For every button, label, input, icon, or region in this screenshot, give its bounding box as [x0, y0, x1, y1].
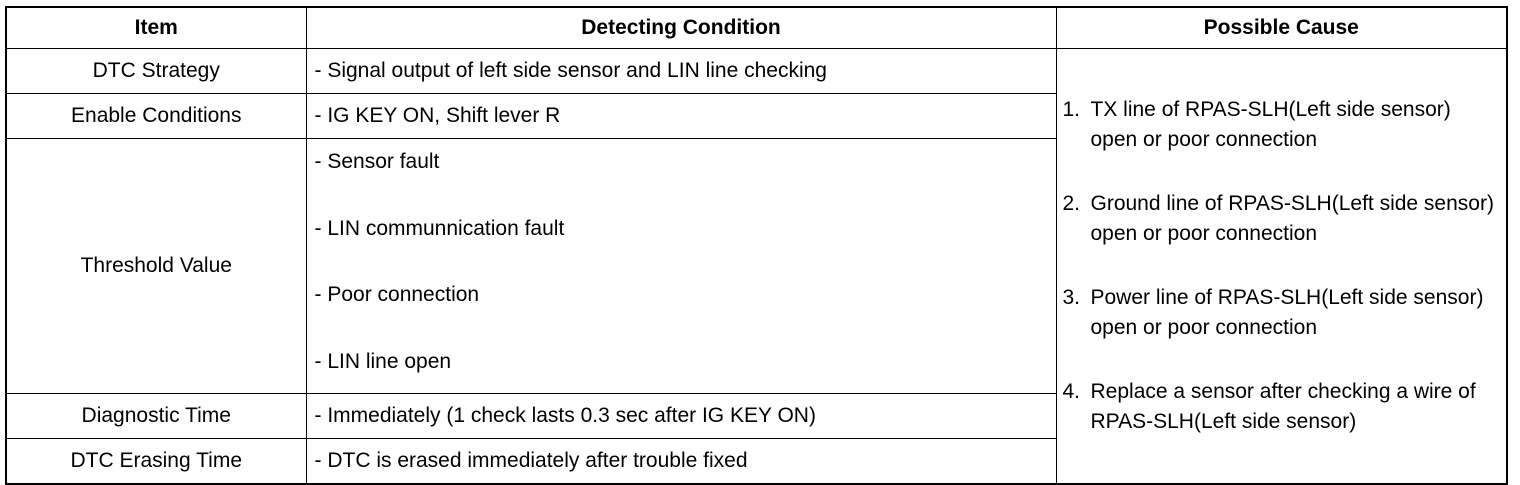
condition-threshold-value: - Sensor fault - LIN communnication faul… — [305, 138, 1057, 394]
cause-number: 3. — [1062, 286, 1081, 309]
header-item: Item — [5, 6, 307, 49]
item-threshold-value: Threshold Value — [5, 138, 307, 394]
cause-number: 2. — [1062, 192, 1081, 215]
cause-text: Power line of RPAS-SLH(Left side sensor)… — [1090, 286, 1484, 339]
dtc-table: Item Detecting Condition Possible Cause … — [5, 6, 1508, 485]
table-row-enable-conditions: Enable Conditions - IG KEY ON, Shift lev… — [5, 93, 1507, 139]
table-row-diagnostic-time: Diagnostic Time - Immediately (1 check l… — [5, 393, 1507, 439]
item-dtc-strategy: DTC Strategy — [5, 48, 307, 94]
possible-cause-cell: 1. TX line of RPAS-SLH(Left side sensor)… — [1055, 48, 1508, 485]
condition-enable-conditions: - IG KEY ON, Shift lever R — [305, 93, 1057, 139]
header-possible-cause: Possible Cause — [1055, 6, 1508, 49]
table-row-threshold-value: Threshold Value - Sensor fault - LIN com… — [5, 138, 1507, 394]
condition-diagnostic-time: - Immediately (1 check lasts 0.3 sec aft… — [305, 393, 1057, 439]
table-row-dtc-erasing-time: DTC Erasing Time - DTC is erased immedia… — [5, 438, 1507, 485]
table-row-dtc-strategy: DTC Strategy - Signal output of left sid… — [5, 48, 1508, 485]
item-diagnostic-time: Diagnostic Time — [5, 393, 307, 439]
threshold-condition-poor-connection: - Poor connection — [314, 283, 480, 306]
cause-text: Ground line of RPAS-SLH(Left side sensor… — [1090, 192, 1494, 245]
cause-item-4: 4. Replace a sensor after checking a wir… — [1063, 377, 1501, 437]
threshold-condition-sensor-fault: - Sensor fault — [314, 150, 440, 173]
condition-dtc-erasing-time: - DTC is erased immediately after troubl… — [305, 438, 1057, 485]
item-enable-conditions: Enable Conditions — [5, 93, 307, 139]
cause-item-1: 1. TX line of RPAS-SLH(Left side sensor)… — [1063, 95, 1501, 155]
cause-number: 4. — [1062, 380, 1081, 403]
threshold-condition-lin-open: - LIN line open — [314, 349, 452, 373]
header-detecting-condition: Detecting Condition — [305, 6, 1057, 49]
cause-item-2: 2. Ground line of RPAS-SLH(Left side sen… — [1063, 189, 1501, 249]
item-dtc-erasing-time: DTC Erasing Time — [5, 438, 307, 485]
cause-item-3: 3. Power line of RPAS-SLH(Left side sens… — [1063, 283, 1501, 343]
header-row: Item Detecting Condition Possible Cause — [5, 6, 1508, 49]
threshold-condition-lin-fault: - LIN communnication fault — [314, 216, 565, 240]
condition-dtc-strategy: - Signal output of left side sensor and … — [305, 48, 1057, 94]
cause-number: 1. — [1062, 98, 1081, 121]
cause-text: TX line of RPAS-SLH(Left side sensor) op… — [1090, 98, 1451, 151]
cause-text: Replace a sensor after checking a wire o… — [1090, 380, 1476, 433]
